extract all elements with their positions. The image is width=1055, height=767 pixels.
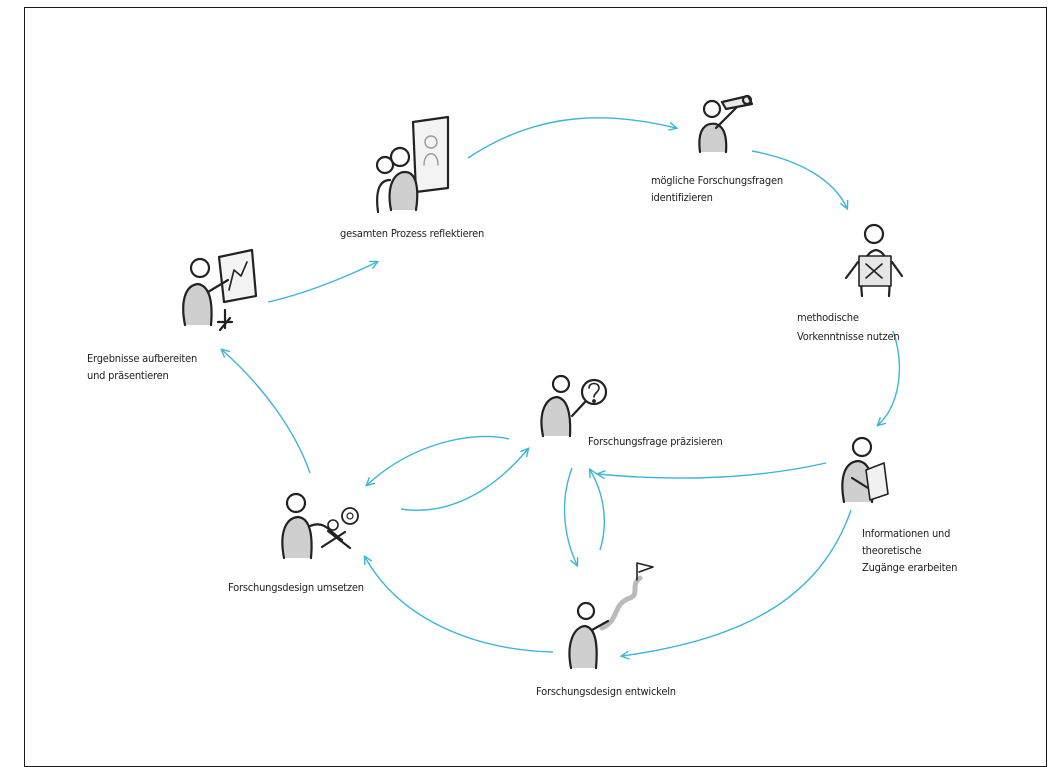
arrow-info-to-develop xyxy=(622,509,852,656)
arrow-methods-to-info xyxy=(878,330,901,425)
person-reading-icon xyxy=(841,436,889,504)
person-with-question-magnifier-icon xyxy=(540,374,608,438)
label-implement: Forschungsdesign umsetzen xyxy=(228,581,364,594)
label-develop: Forschungsdesign entwickeln xyxy=(536,685,676,698)
arrow-refine-to-develop xyxy=(563,467,577,565)
arrow-implement-to-refine xyxy=(400,449,528,511)
person-presenting-chart-icon xyxy=(182,248,258,332)
label-present: Ergebnisse aufbereiten und präsentieren xyxy=(87,352,198,382)
presenter-at-easel-icon xyxy=(375,115,450,214)
label-reflect: gesamten Prozess reflektieren xyxy=(340,227,485,240)
arrow-refine-to-implement xyxy=(367,435,510,485)
arrow-develop-to-implement xyxy=(365,557,554,653)
arrow-reflect-to-identify xyxy=(467,117,676,159)
label-info: Informationen und theoretische Zugänge e… xyxy=(862,527,958,574)
label-methods: methodische Vorkenntnisse nutzen xyxy=(797,311,900,343)
arrow-info-to-refine xyxy=(598,462,827,478)
arrow-present-to-reflect xyxy=(267,262,377,303)
person-with-path-and-flag-icon xyxy=(568,562,654,670)
arrow-develop-to-refine xyxy=(590,470,605,551)
arrow-identify-to-methods xyxy=(751,150,847,208)
person-with-gears-icon xyxy=(281,492,359,560)
person-with-binoculars-icon xyxy=(698,94,754,154)
label-identify: mögliche Forschungsfragen identifizieren xyxy=(651,174,783,204)
person-with-toolbox-icon xyxy=(844,223,904,298)
arrow-implement-to-present xyxy=(222,350,311,474)
label-refine: Forschungsfrage präzisieren xyxy=(588,435,723,448)
